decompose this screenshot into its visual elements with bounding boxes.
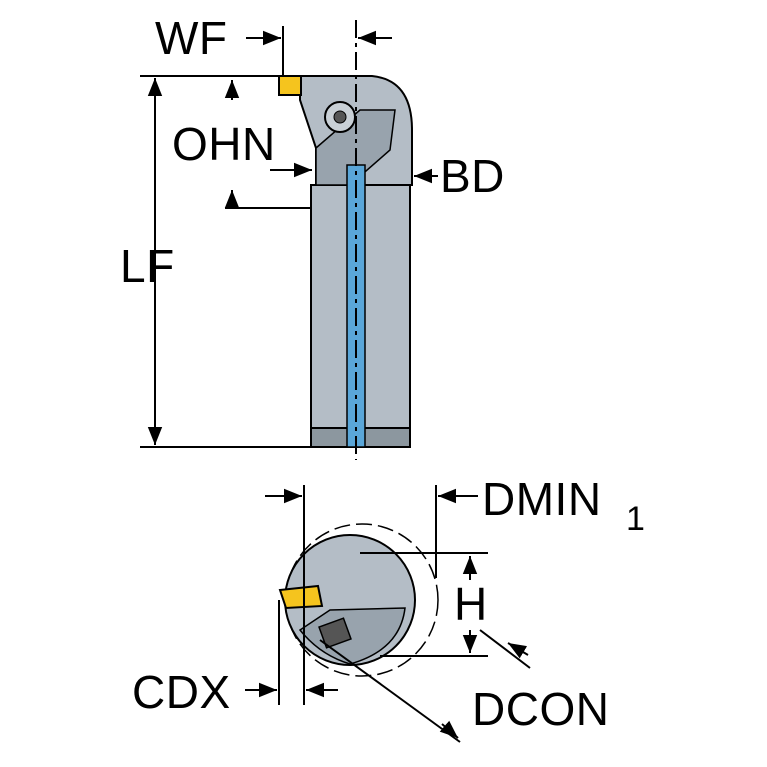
screw-socket [333,110,347,124]
label-dmin: DMIN [482,473,602,525]
end-view-screw-icon [318,617,352,649]
end-view-facet [298,607,406,665]
label-ohn: OHN [172,118,276,170]
insert-end [278,584,324,610]
label-dmin-subscript: 1 [626,500,645,538]
dcon-ext-right [479,629,531,669]
insert-side [278,75,302,96]
dcon-arrow-bottom [439,720,459,739]
label-h: H [454,578,488,630]
dcon-ext-line [319,639,461,743]
end-view [245,485,531,743]
head-facet [315,109,396,186]
dmin-circle [285,523,439,677]
label-bd: BD [440,150,505,202]
side-view [140,20,438,460]
label-wf: WF [155,12,228,64]
label-dcon: DCON [472,683,609,735]
dcon-arrow-top [507,642,529,659]
label-cdx: CDX [132,666,231,718]
label-lf: LF [120,240,175,292]
